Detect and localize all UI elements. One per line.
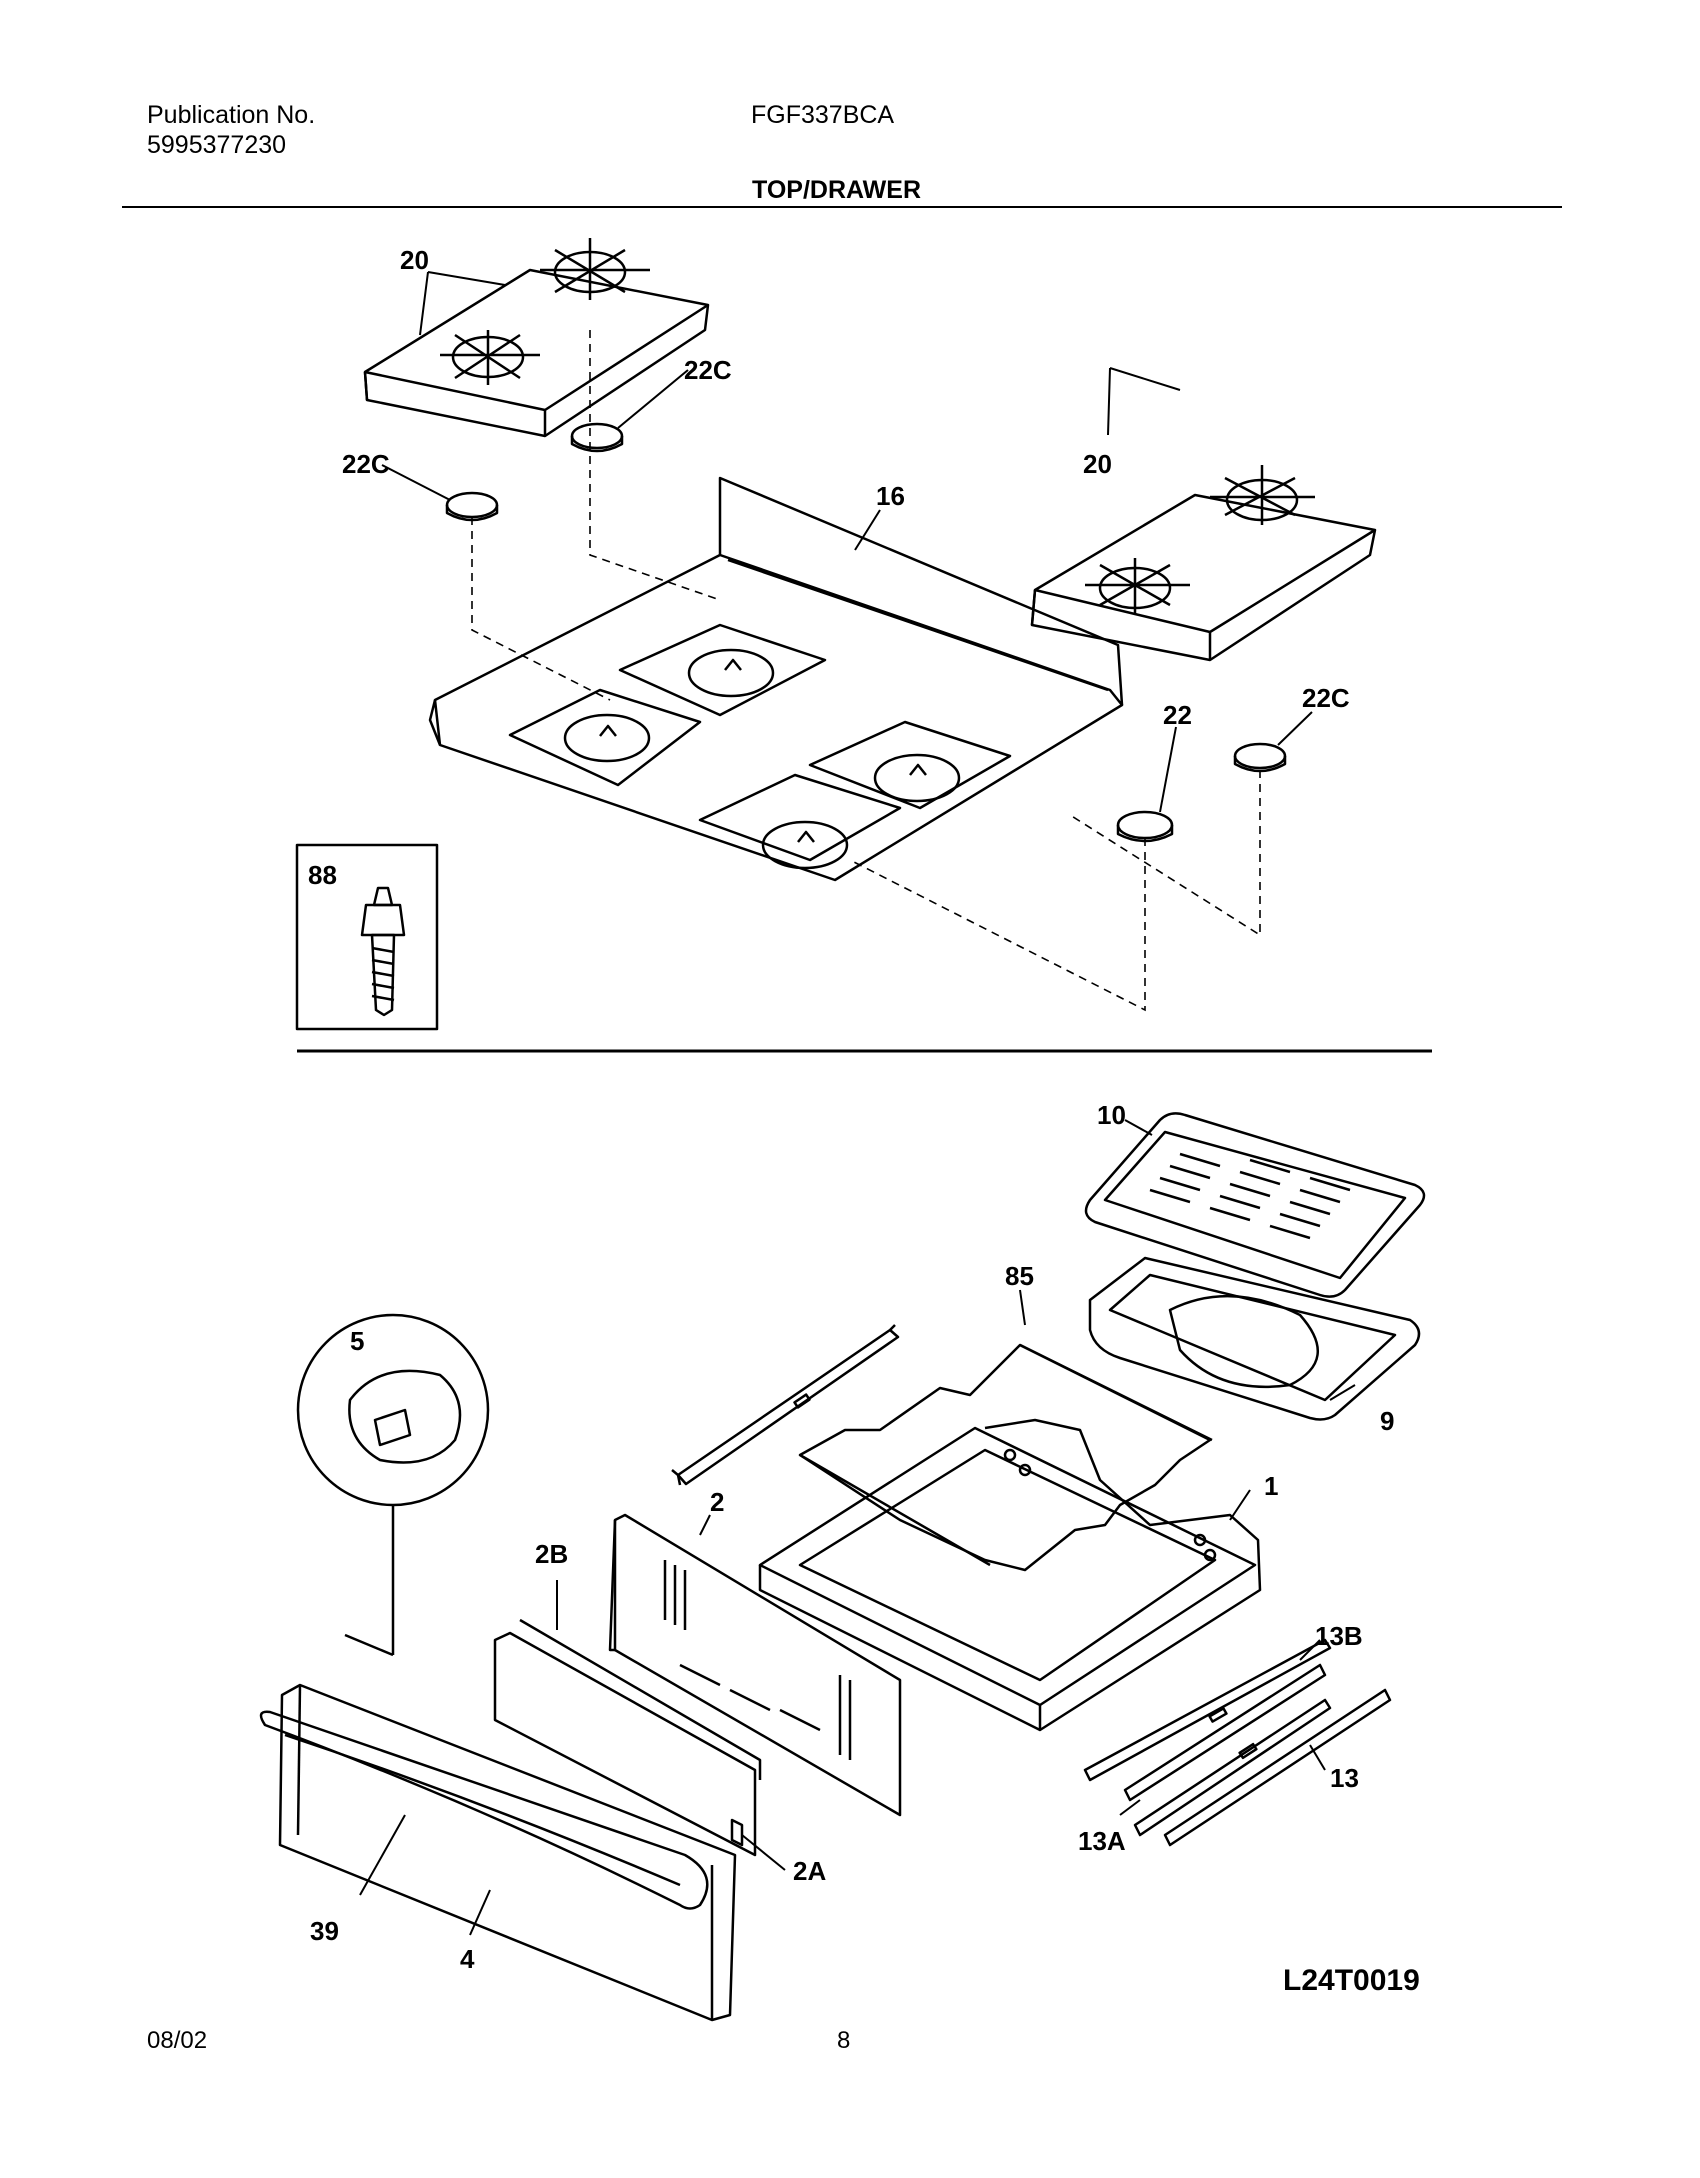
- drawer-liner: [493, 1618, 762, 1857]
- left-burner-grate: [363, 238, 710, 438]
- screw-icon: [360, 886, 406, 1017]
- callout-liner: 2B: [535, 1539, 568, 1569]
- callout-broiler-pan: 9: [1380, 1406, 1394, 1436]
- detail-circle: [296, 1313, 490, 1657]
- callout-handle: 39: [310, 1916, 339, 1946]
- publication-label: Publication No.: [147, 101, 316, 129]
- callout-cap-right: 22C: [1302, 683, 1350, 713]
- callout-grate-left: 20: [400, 245, 429, 275]
- bracket-2a: [730, 1818, 744, 1847]
- left-cap-lower: [445, 491, 499, 519]
- drawer-back-panel: [608, 1513, 902, 1817]
- callout-cap-left-lower: 22C: [342, 449, 390, 479]
- callout-glide-a: 13A: [1078, 1826, 1126, 1856]
- callout-cooktop: 16: [876, 481, 905, 511]
- callout-bracket: 2A: [793, 1856, 826, 1886]
- callout-grate-right: 20: [1083, 449, 1112, 479]
- callout-detail: 5: [350, 1326, 364, 1356]
- callout-front-panel: 4: [460, 1944, 475, 1974]
- broiler-pan: [1088, 1256, 1421, 1421]
- callout-drawer-body: 1: [1264, 1471, 1278, 1501]
- rack: [798, 1343, 1213, 1572]
- right-burner-grate: [1030, 465, 1377, 662]
- left-cap-upper: [570, 422, 624, 450]
- callout-glide-b: 13B: [1315, 1621, 1363, 1651]
- callout-broiler-grid: 10: [1097, 1100, 1126, 1130]
- drawer-handle: [259, 1710, 709, 1910]
- cooktop: [428, 476, 1124, 882]
- footer-date: 08/02: [147, 2027, 208, 2054]
- leader-lines: [359, 271, 1356, 1936]
- right-cap: [1233, 742, 1287, 770]
- callout-cap-left-upper: 22C: [684, 355, 732, 385]
- callout-cap-right-small: 22: [1163, 700, 1192, 730]
- drawer-front-panel: [278, 1683, 737, 2022]
- drawer-rail-left: [671, 1324, 900, 1486]
- drawer-glides: [1083, 1638, 1392, 1847]
- section-title: TOP/DRAWER: [752, 176, 921, 204]
- callout-rack: 85: [1005, 1261, 1034, 1291]
- assembly-lines: [471, 330, 1261, 1012]
- publication-number: 5995377230: [147, 131, 287, 159]
- screw-inset-box: [295, 843, 439, 1031]
- right-cap-small: [1116, 810, 1174, 840]
- diagram-code: L24T0019: [1283, 1964, 1420, 1997]
- drawer-body: [758, 1418, 1262, 1732]
- model-number: FGF337BCA: [751, 101, 895, 129]
- callout-glide: 13: [1330, 1763, 1359, 1793]
- callout-screw: 88: [308, 860, 337, 890]
- callout-back-panel: 2: [710, 1487, 724, 1517]
- broiler-grid: [1084, 1112, 1426, 1298]
- footer-page: 8: [837, 2027, 851, 2054]
